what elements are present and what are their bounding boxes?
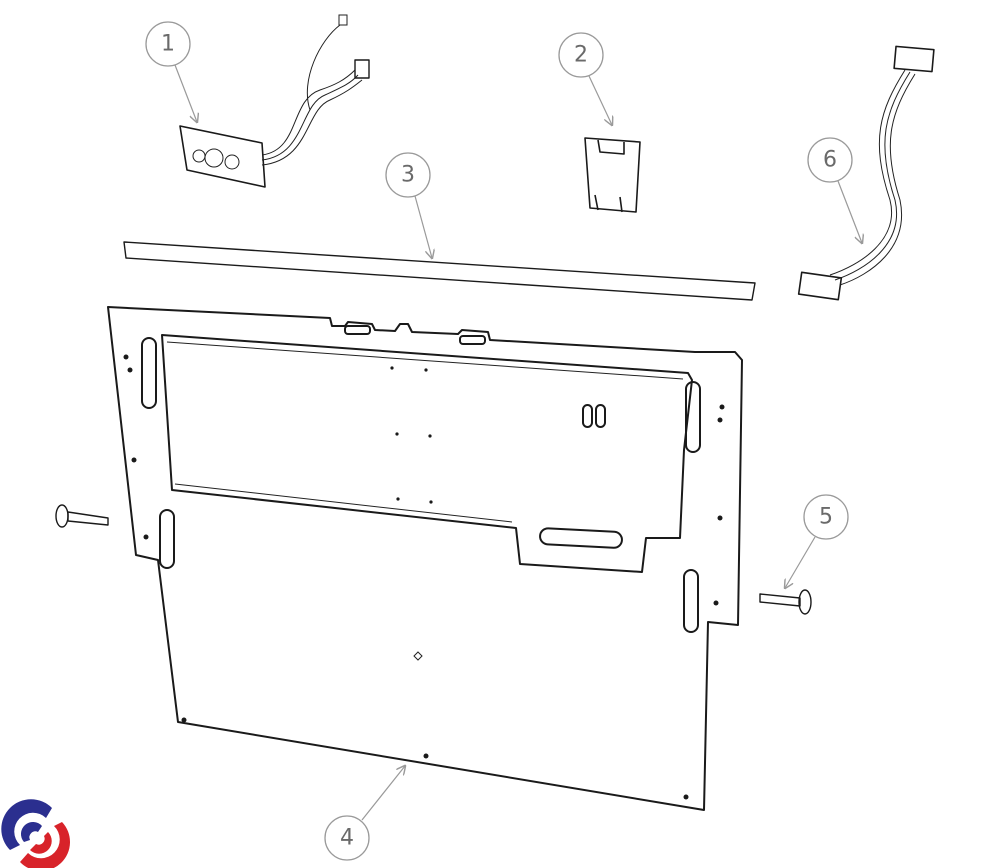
callout-2: 2 — [558, 32, 612, 125]
trim-strip-part — [123, 241, 756, 301]
callout-label: 2 — [574, 43, 588, 68]
callout-6: 6 — [807, 137, 862, 243]
brand-logo — [1, 799, 70, 868]
callout-1: 1 — [145, 21, 197, 122]
callout-label: 3 — [401, 163, 415, 188]
front-panel-part — [107, 306, 743, 811]
callout-3: 3 — [385, 152, 432, 258]
callout-label: 5 — [819, 505, 833, 530]
callout-4: 4 — [324, 766, 405, 861]
connector-cable-part — [797, 45, 935, 301]
control-panel-part — [179, 14, 370, 188]
switch-bracket-part — [584, 137, 641, 213]
callout-5: 5 — [785, 494, 849, 588]
callout-label: 4 — [340, 826, 354, 851]
mounting-pin-part — [759, 589, 812, 615]
callout-label: 1 — [161, 32, 175, 57]
callout-label: 6 — [823, 148, 837, 173]
mounting-pin-left — [55, 504, 109, 528]
